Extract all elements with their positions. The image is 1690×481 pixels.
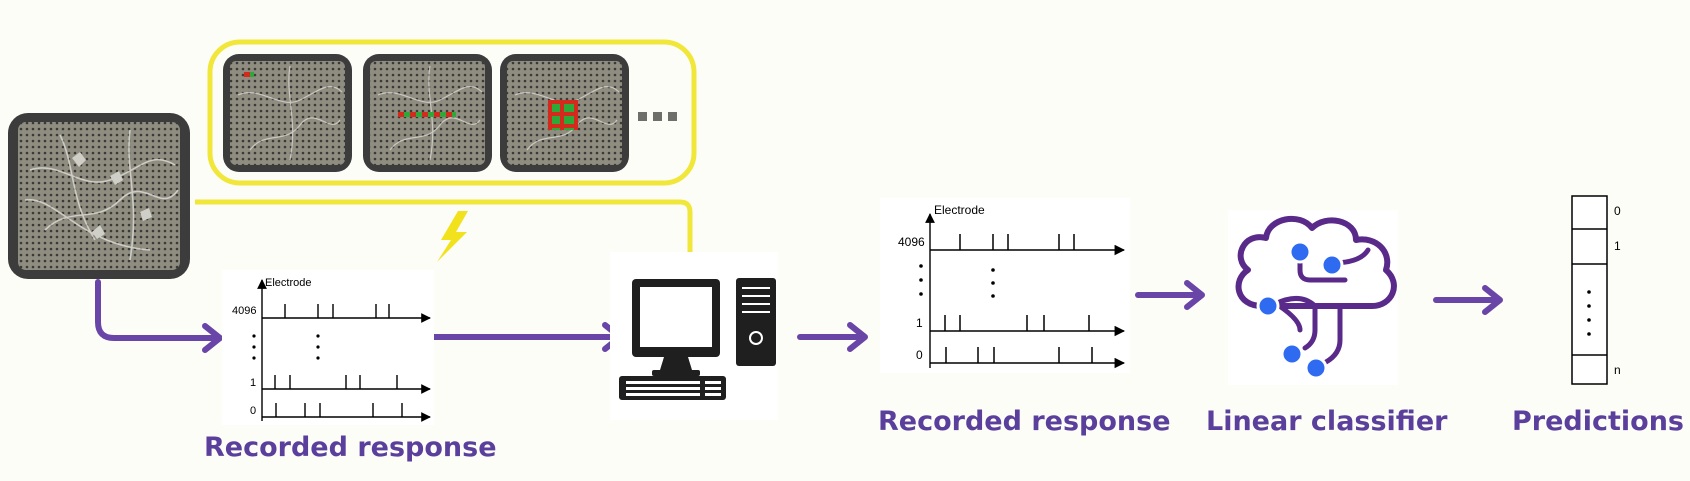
prediction-vector: 0 1 n (1571, 195, 1621, 385)
prediction-tick-0: 0 (1614, 204, 1621, 218)
prediction-tick-n: n (1614, 363, 1621, 377)
mea-chip-main (8, 113, 190, 279)
label-predictions: Predictions (1512, 406, 1685, 437)
spike-raster-2: Electrode 4096 1 0 (880, 198, 1130, 373)
raster-1-tick-0: 0 (250, 405, 256, 417)
raster-2-tick-top: 4096 (898, 235, 925, 249)
label-linear-classifier: Linear classifier (1206, 406, 1448, 437)
prediction-tick-1: 1 (1614, 239, 1621, 253)
label-recorded-response-2: Recorded response (878, 406, 1171, 437)
raster-2-tick-1: 1 (916, 316, 923, 330)
computer-icon (610, 252, 778, 420)
mea-chip-stim-2 (363, 54, 492, 172)
lightning-bolt-icon (437, 211, 468, 262)
arrow-chip-to-raster (95, 279, 220, 341)
feedback-line (195, 199, 693, 252)
raster-2-axis-label: Electrode (934, 203, 985, 217)
brain-circuit-icon (1228, 210, 1398, 385)
more-ellipsis (638, 112, 677, 121)
raster-1-axis-label: Electrode (265, 277, 311, 289)
label-recorded-response-1: Recorded response (204, 432, 497, 463)
spike-raster-1: Electrode 4096 1 0 (222, 270, 434, 425)
raster-2-tick-0: 0 (916, 348, 923, 362)
raster-1-tick-top: 4096 (232, 305, 256, 317)
mea-chip-stim-1 (223, 54, 352, 172)
mea-chip-stim-3 (500, 54, 629, 172)
stimulation-frame (207, 39, 697, 186)
raster-1-tick-1: 1 (250, 377, 256, 389)
